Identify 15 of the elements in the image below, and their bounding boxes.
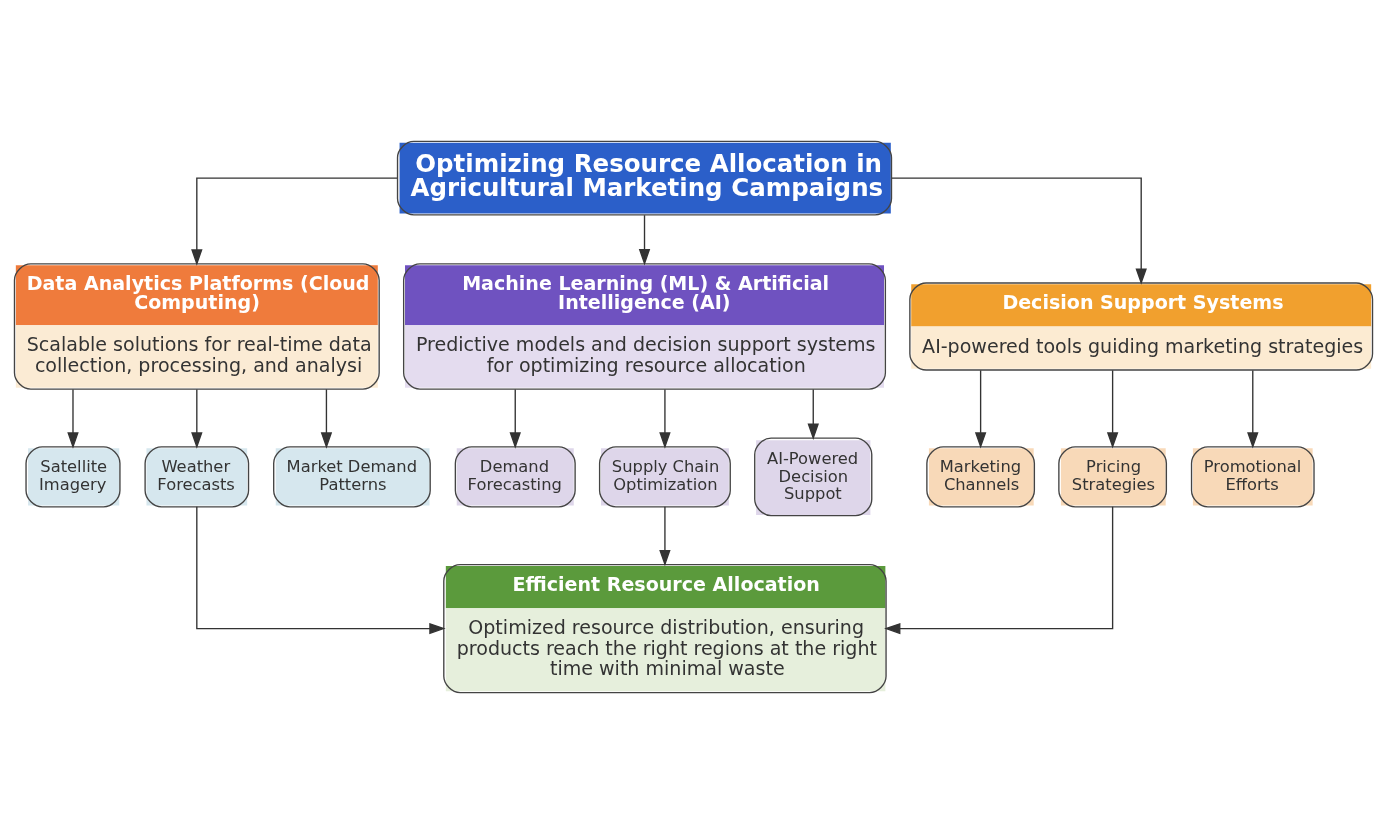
arrow bbox=[659, 388, 671, 449]
arrow bbox=[191, 388, 203, 449]
arrow bbox=[807, 388, 819, 440]
arrow bbox=[891, 177, 1147, 285]
arrow bbox=[1247, 369, 1259, 449]
arrow bbox=[638, 214, 651, 266]
arrow bbox=[67, 388, 79, 449]
arrow bbox=[196, 506, 446, 635]
arrow bbox=[320, 388, 333, 449]
arrow bbox=[509, 388, 521, 449]
arrow bbox=[1106, 369, 1119, 449]
arrow bbox=[191, 177, 398, 266]
arrow bbox=[659, 506, 671, 567]
arrow bbox=[974, 369, 987, 449]
arrow bbox=[884, 506, 1114, 635]
